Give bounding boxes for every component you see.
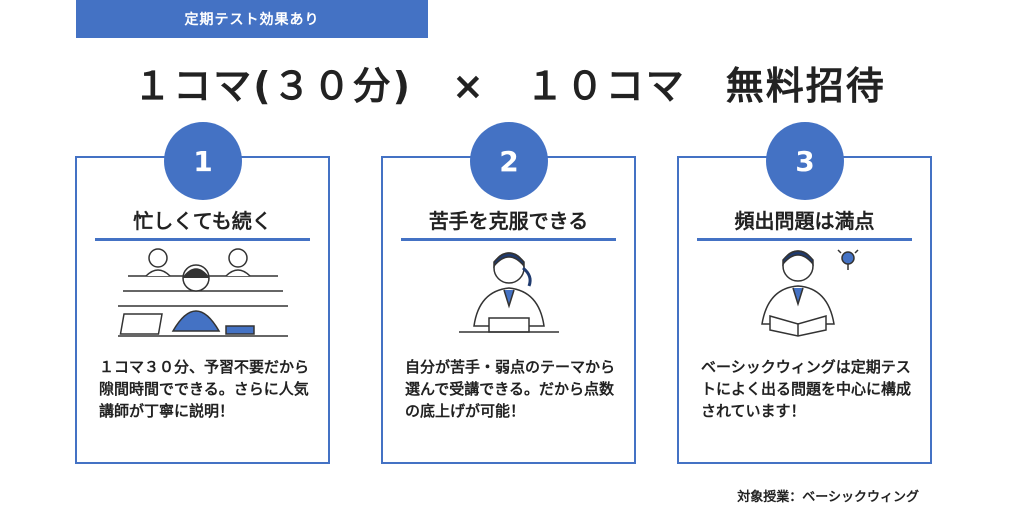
card-text-2: 自分が苦手・弱点のテーマから選んで受講できる。だから点数の底上げが可能！ — [405, 358, 616, 420]
feature-card-3: 頻出問題は満点 ベーシックウィングは定期テストによく出る問題を中心に構成されてい… — [677, 156, 932, 464]
students-icon — [117, 248, 288, 337]
classroom-illustration — [77, 246, 328, 346]
card-title-1: 忙しくても続く — [95, 208, 310, 241]
feature-card-2: 苦手を克服できる 自分が苦手・弱点のテーマから選んで受講できる。だから点数の底上… — [381, 156, 636, 464]
studying-student-illustration — [383, 246, 634, 346]
card-title-3: 頻出問題は満点 — [697, 208, 912, 241]
campaign-tag: 定期テスト効果あり — [76, 0, 428, 38]
card-text-1: １コマ３０分、予習不要だから隙間時間でできる。さらに人気講師が丁寧に説明！ — [99, 358, 310, 420]
badge-2: 2 — [470, 122, 548, 200]
feature-card-1: 忙しくても続く １コマ３０分、予習不要だから隙間時間でできる。さらに人気講師が丁… — [75, 156, 330, 464]
card-title-2: 苦手を克服できる — [401, 208, 616, 241]
badge-3: 3 — [766, 122, 844, 200]
card-text-3: ベーシックウィングは定期テストによく出る問題を中心に構成されています！ — [701, 358, 912, 420]
idea-student-illustration — [679, 246, 930, 346]
badge-1: 1 — [164, 122, 242, 200]
student-writing-icon — [458, 252, 559, 333]
headline: １コマ(３０分) × １０コマ 無料招待 — [133, 64, 886, 108]
student-idea-icon — [760, 249, 859, 337]
target-course-note: 対象授業：ベーシックウィング — [737, 490, 919, 505]
